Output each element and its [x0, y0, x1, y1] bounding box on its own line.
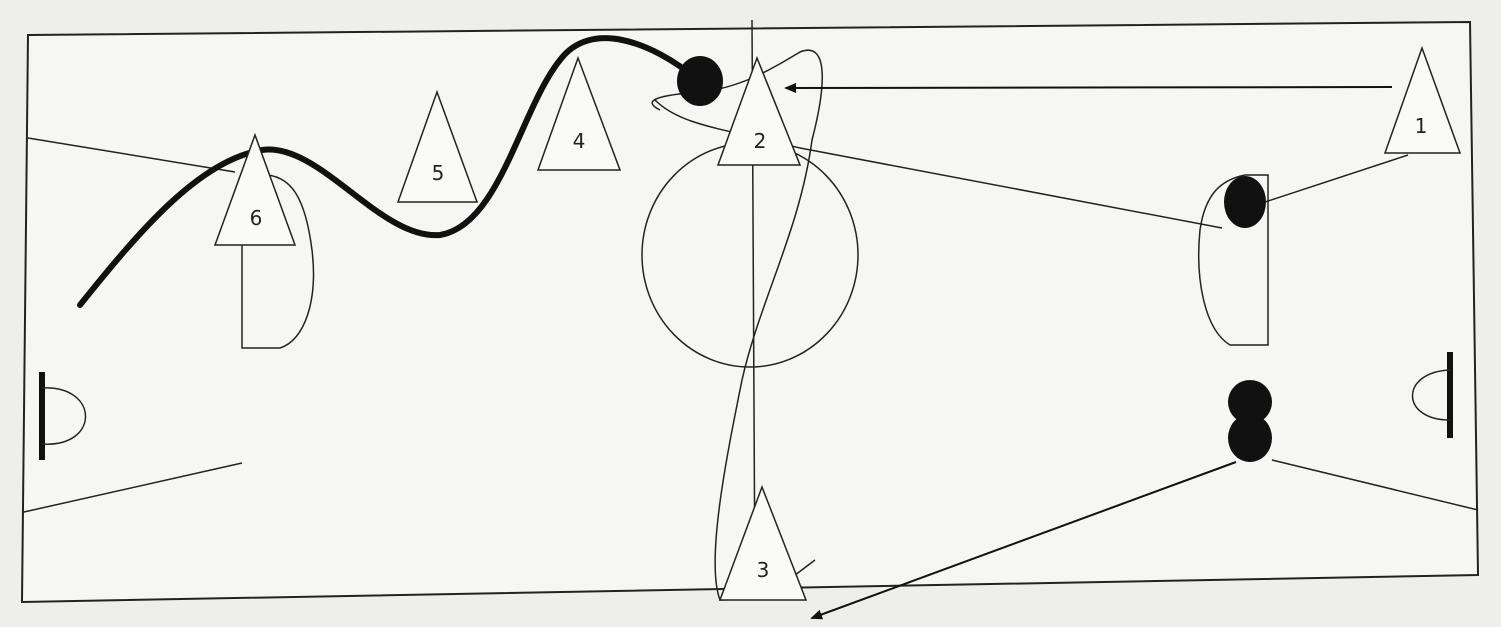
- diagonal-line-bottom-right: [1271, 459, 1479, 511]
- cone-6-label: 6: [250, 206, 263, 230]
- right-goal-box: [1198, 174, 1269, 346]
- player-right-top: [1224, 176, 1266, 228]
- cone-3-label: 3: [757, 558, 770, 582]
- player-right-bottom-b: [1228, 414, 1272, 462]
- cone-2: 2: [716, 55, 802, 166]
- pitch-boundary: [20, 20, 1480, 604]
- cone-1: 1: [1383, 45, 1462, 154]
- arrow-to-cone-2: [784, 82, 1393, 93]
- cone-2-label: 2: [754, 129, 767, 153]
- cone-3: 3: [718, 484, 808, 601]
- cone-5-label: 5: [432, 161, 445, 185]
- dribble-path: [77, 35, 701, 308]
- diagonal-line-top-left: [27, 137, 236, 173]
- diagonal-line-mid: [799, 147, 1223, 229]
- right-goal-arc: [1411, 369, 1451, 421]
- player-right-bottom-a: [1228, 380, 1272, 424]
- cone-4: 4: [536, 55, 622, 171]
- arrow-to-cone-3: [810, 461, 1237, 620]
- player-ball-center: [677, 56, 723, 106]
- cone-6: 6: [213, 132, 297, 246]
- cone-5: 5: [396, 89, 479, 203]
- cone-1-label: 1: [1415, 114, 1428, 138]
- diagonal-line-bottom-left: [23, 462, 243, 513]
- cone-4-label: 4: [573, 129, 586, 153]
- left-goal-arc: [41, 387, 87, 445]
- left-goal-box: [241, 174, 315, 349]
- pass-line-cone1-player: [1261, 154, 1409, 204]
